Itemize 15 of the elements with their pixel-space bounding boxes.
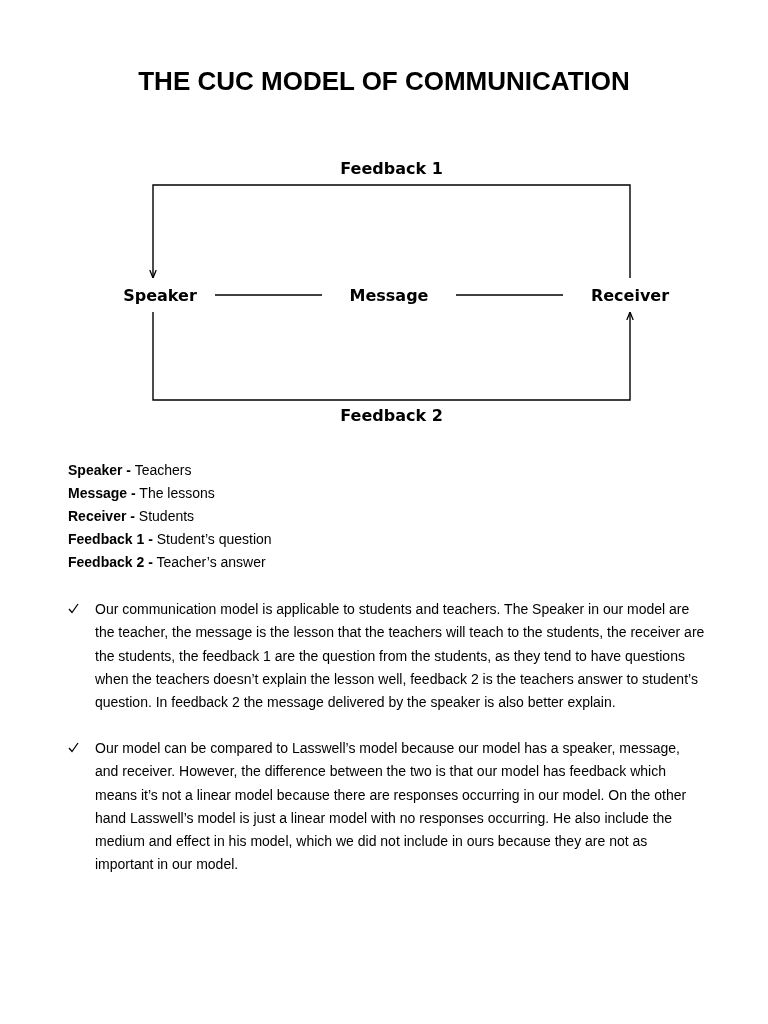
node-label: Receiver xyxy=(563,278,697,312)
paragraph: Our communication model is applicable to students and teachers. The Speaker in our model are the teacher, the message is the lesson that the teachers will teach to the students, the receiver are the students, the feedback 1 are the question from the students, as they tend to have questions when the teachers doesn’t explain the lesson well, feedback 2 is the teachers answer to student’s question. In feedback 2 the message delivered by the speaker is also better explain. xyxy=(95,600,706,713)
definition-text: Feedback 1 - Student’s question xyxy=(68,531,272,547)
paragraph: Our model can be compared to Lasswell’s model because our model has a speaker, message, and receiver. However, the difference between the two is that our model has feedback which means it’s not a linear model because there are responses occurring in our model. On the other hand Lasswell’s model is just a linear model with no responses occurring. He also include the medium and effect in his model, which we did not include in ours because they are not as important in our model. xyxy=(95,739,688,875)
definition-text: Message - The lessons xyxy=(68,485,215,501)
connector-line xyxy=(214,294,323,296)
definition-text: Receiver - Students xyxy=(68,508,195,524)
arrow xyxy=(152,311,634,401)
definition-text: Speaker - Teachers xyxy=(68,462,192,478)
arrow xyxy=(149,184,631,279)
node-label: Message xyxy=(322,278,456,312)
definition-text: Feedback 2 - Teacher’s answer xyxy=(68,554,266,570)
node-label: Speaker xyxy=(105,278,215,312)
title: THE CUC MODEL OF COMMUNICATION xyxy=(137,66,631,97)
connector-line xyxy=(455,294,564,296)
